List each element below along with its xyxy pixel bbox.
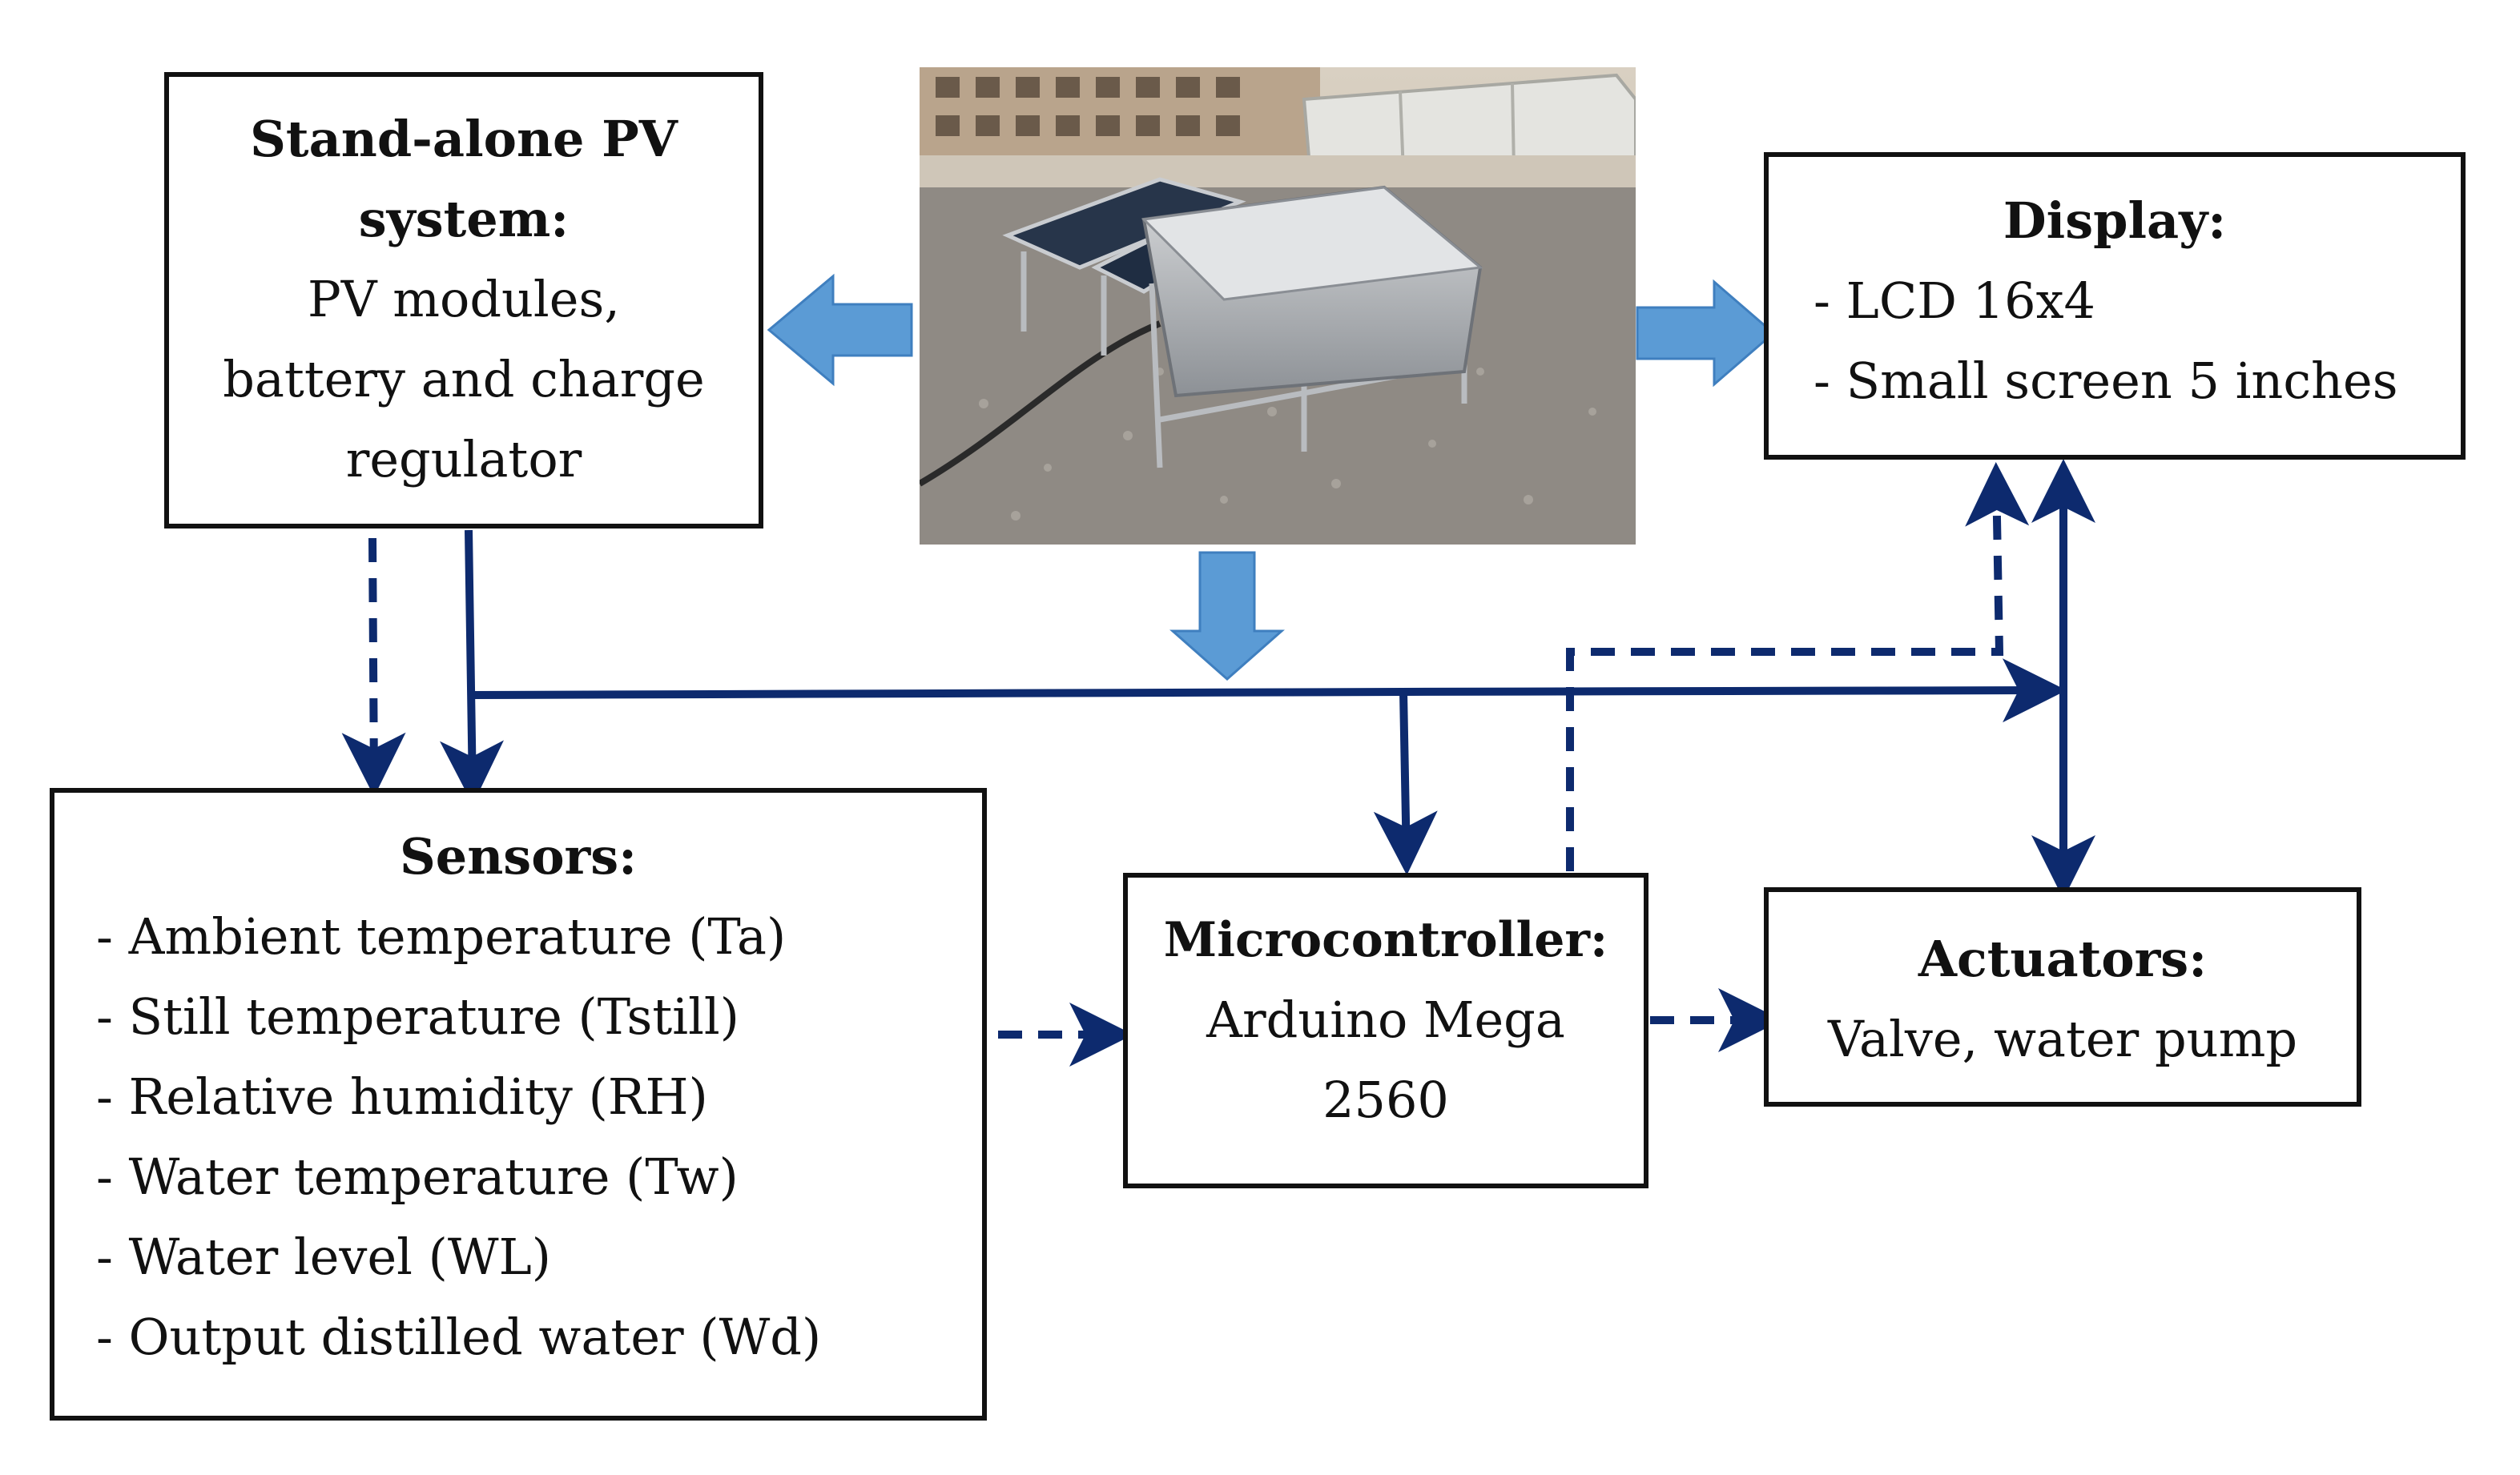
sensor-item: - Water temperature (Tw) <box>96 1147 739 1206</box>
microcontroller-title: Microcontroller: <box>1163 912 1608 968</box>
bus-to-microcontroller <box>1373 691 1438 875</box>
sensor-item: - Output distilled water (Wd) <box>96 1308 822 1366</box>
pv-system-title-line-1: Stand-alone PV <box>250 110 678 168</box>
sensor-item: - Ambient temperature (Ta) <box>96 907 787 966</box>
display-item: - LCD 16x4 <box>1814 271 2095 330</box>
pv-system-box: Stand-alone PV system: PV modules, batte… <box>164 72 763 529</box>
actuators-box: Actuators: Valve, water pump <box>1764 887 2361 1107</box>
solar-still-photo <box>920 67 1636 545</box>
display-title: Display: <box>2003 191 2227 250</box>
block-arrow-down <box>1169 551 1285 681</box>
power-bus <box>473 658 2067 723</box>
pv-system-body-line-3: regulator <box>345 430 582 488</box>
block-arrow-to-pv <box>767 273 913 387</box>
display-box: Display: - LCD 16x4 - Small screen 5 inc… <box>1764 152 2466 460</box>
pv-system-body-line-2: battery and charge <box>223 350 705 408</box>
display-item: - Small screen 5 inches <box>1814 352 2398 410</box>
block-arrow-to-display <box>1636 279 1776 388</box>
pv-system-body-line-1: PV modules, <box>308 270 620 328</box>
microcontroller-to-display <box>1566 462 2030 871</box>
pv-system-title-line-2: system: <box>358 190 570 248</box>
microcontroller-body-line-1: Arduino Mega <box>1206 991 1565 1049</box>
sensor-item: - Still temperature (Tstill) <box>96 987 739 1046</box>
actuators-title: Actuators: <box>1918 930 2208 988</box>
sensors-box: Sensors: - Ambient temperature (Ta) - St… <box>50 788 987 1421</box>
sensor-item: - Water level (WL) <box>96 1228 551 1286</box>
pv-to-sensors-signal <box>341 537 406 797</box>
pv-to-sensors-power <box>440 529 505 805</box>
sensors-title: Sensors: <box>399 827 637 886</box>
actuators-body: Valve, water pump <box>1827 1010 2298 1068</box>
microcontroller-box: Microcontroller: Arduino Mega 2560 <box>1123 873 1648 1188</box>
microcontroller-body-line-2: 2560 <box>1322 1071 1449 1129</box>
sensor-item: - Relative humidity (RH) <box>96 1067 708 1126</box>
